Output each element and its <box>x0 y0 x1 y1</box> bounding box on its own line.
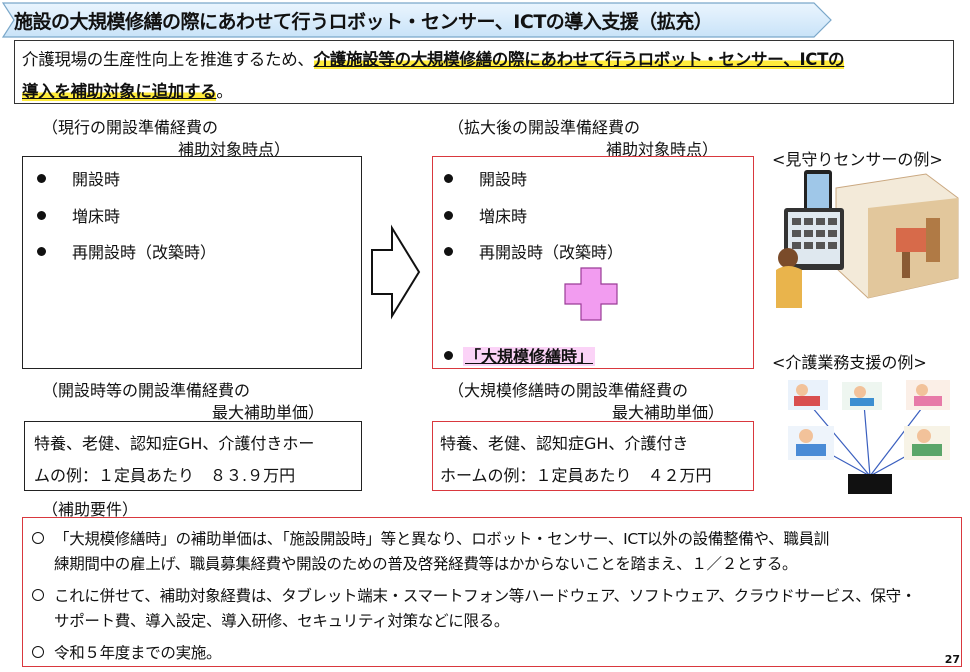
right-caption-2: 補助対象時点） <box>606 140 719 159</box>
intro-line-2: 導入を補助対象に追加する。 <box>22 78 233 102</box>
requirement-3-line-1: 令和５年度までの実施。 <box>32 641 222 663</box>
left-item-3: 再開設時（改築時） <box>37 239 216 263</box>
left-caption-1: （現行の開設準備経費の <box>42 118 219 137</box>
requirements-caption: （補助要件） <box>42 500 139 519</box>
right-unit-line-1: 特養、老健、認知症GH、介護付き <box>440 434 689 453</box>
requirement-2-line-1: これに併せて、補助対象経費は、タブレット端末・スマートフォン等ハードウェア、ソフ… <box>32 584 916 606</box>
bullet-icon <box>37 211 46 220</box>
right-item-2: 増床時 <box>444 203 527 227</box>
intro-prefix: 介護現場の生産性向上を推進するため、 <box>22 50 314 69</box>
bullet-icon <box>444 174 453 183</box>
left-timing-panel <box>22 156 362 369</box>
watch-sensor-illustration <box>776 170 959 308</box>
circle-bullet-icon <box>32 645 44 658</box>
intro-line-1: 介護現場の生産性向上を推進するため、介護施設等の大規模修繕の際にあわせて行うロボ… <box>22 46 845 70</box>
left-unit-line-1: 特養、老健、認知症GH、介護付きホー <box>34 434 315 453</box>
intro-suffix: 。 <box>216 82 233 101</box>
right-unit-caption-2: 最大補助単価） <box>612 403 725 422</box>
care-support-illustration <box>788 380 950 494</box>
intro-highlight-1: 介護施設等の大規模修繕の際にあわせて行うロボット・センサー、ICTの <box>313 50 845 69</box>
left-unit-line-2: ムの例：１定員あたり ８３.９万円 <box>34 466 296 485</box>
right-unit-line-2: ホームの例：１定員あたり ４２万円 <box>440 466 712 485</box>
left-unit-caption-2: 最大補助単価） <box>212 403 325 422</box>
bullet-icon <box>444 211 453 220</box>
intro-box <box>14 40 954 104</box>
bullet-icon <box>444 351 453 360</box>
requirements-box <box>22 517 962 667</box>
left-item-1: 開設時 <box>37 166 120 190</box>
right-caption-1: （拡大後の開設準備経費の <box>448 118 641 137</box>
requirement-1-line-1: 「大規模修繕時」の補助単価は、「施設開設時」等と異なり、ロボット・センサー、IC… <box>32 527 829 549</box>
circle-bullet-icon <box>32 531 44 544</box>
right-item-1: 開設時 <box>444 166 527 190</box>
right-timing-panel <box>432 156 754 369</box>
arrow-right-icon <box>371 224 421 320</box>
plus-icon <box>564 267 618 321</box>
left-item-2: 増床時 <box>37 203 120 227</box>
care-support-caption: <介護業務支援の例> <box>772 353 927 372</box>
bullet-icon <box>37 174 46 183</box>
intro-highlight-2: 導入を補助対象に追加する <box>22 82 217 101</box>
requirement-1-line-2: 練期間中の雇上げ、職員募集経費や開設のための普及啓発経費等はかからないことを踏ま… <box>54 555 798 573</box>
title-banner <box>2 2 832 38</box>
right-unit-caption-1: （大規模修繕時の開設準備経費の <box>448 381 689 400</box>
left-caption-2: 補助対象時点） <box>178 140 291 159</box>
page-title: 施設の大規模修繕の際にあわせて行うロボット・センサー、ICTの導入支援（拡充） <box>14 11 713 33</box>
bullet-icon <box>37 247 46 256</box>
right-item-3: 再開設時（改築時） <box>444 239 623 263</box>
right-added-item: 「大規模修繕時」 <box>444 343 596 367</box>
left-unit-box <box>24 421 362 491</box>
bullet-icon <box>444 247 453 256</box>
left-unit-caption-1: （開設時等の開設準備経費の <box>42 381 251 400</box>
sensor-example-caption: <見守りセンサーの例> <box>772 150 943 169</box>
circle-bullet-icon <box>32 588 44 601</box>
page-number: 27 <box>944 653 960 666</box>
requirement-2-line-2: サポート費、導入設定、導入研修、セキュリティ対策などに限る。 <box>54 612 510 630</box>
right-unit-box <box>432 421 754 491</box>
